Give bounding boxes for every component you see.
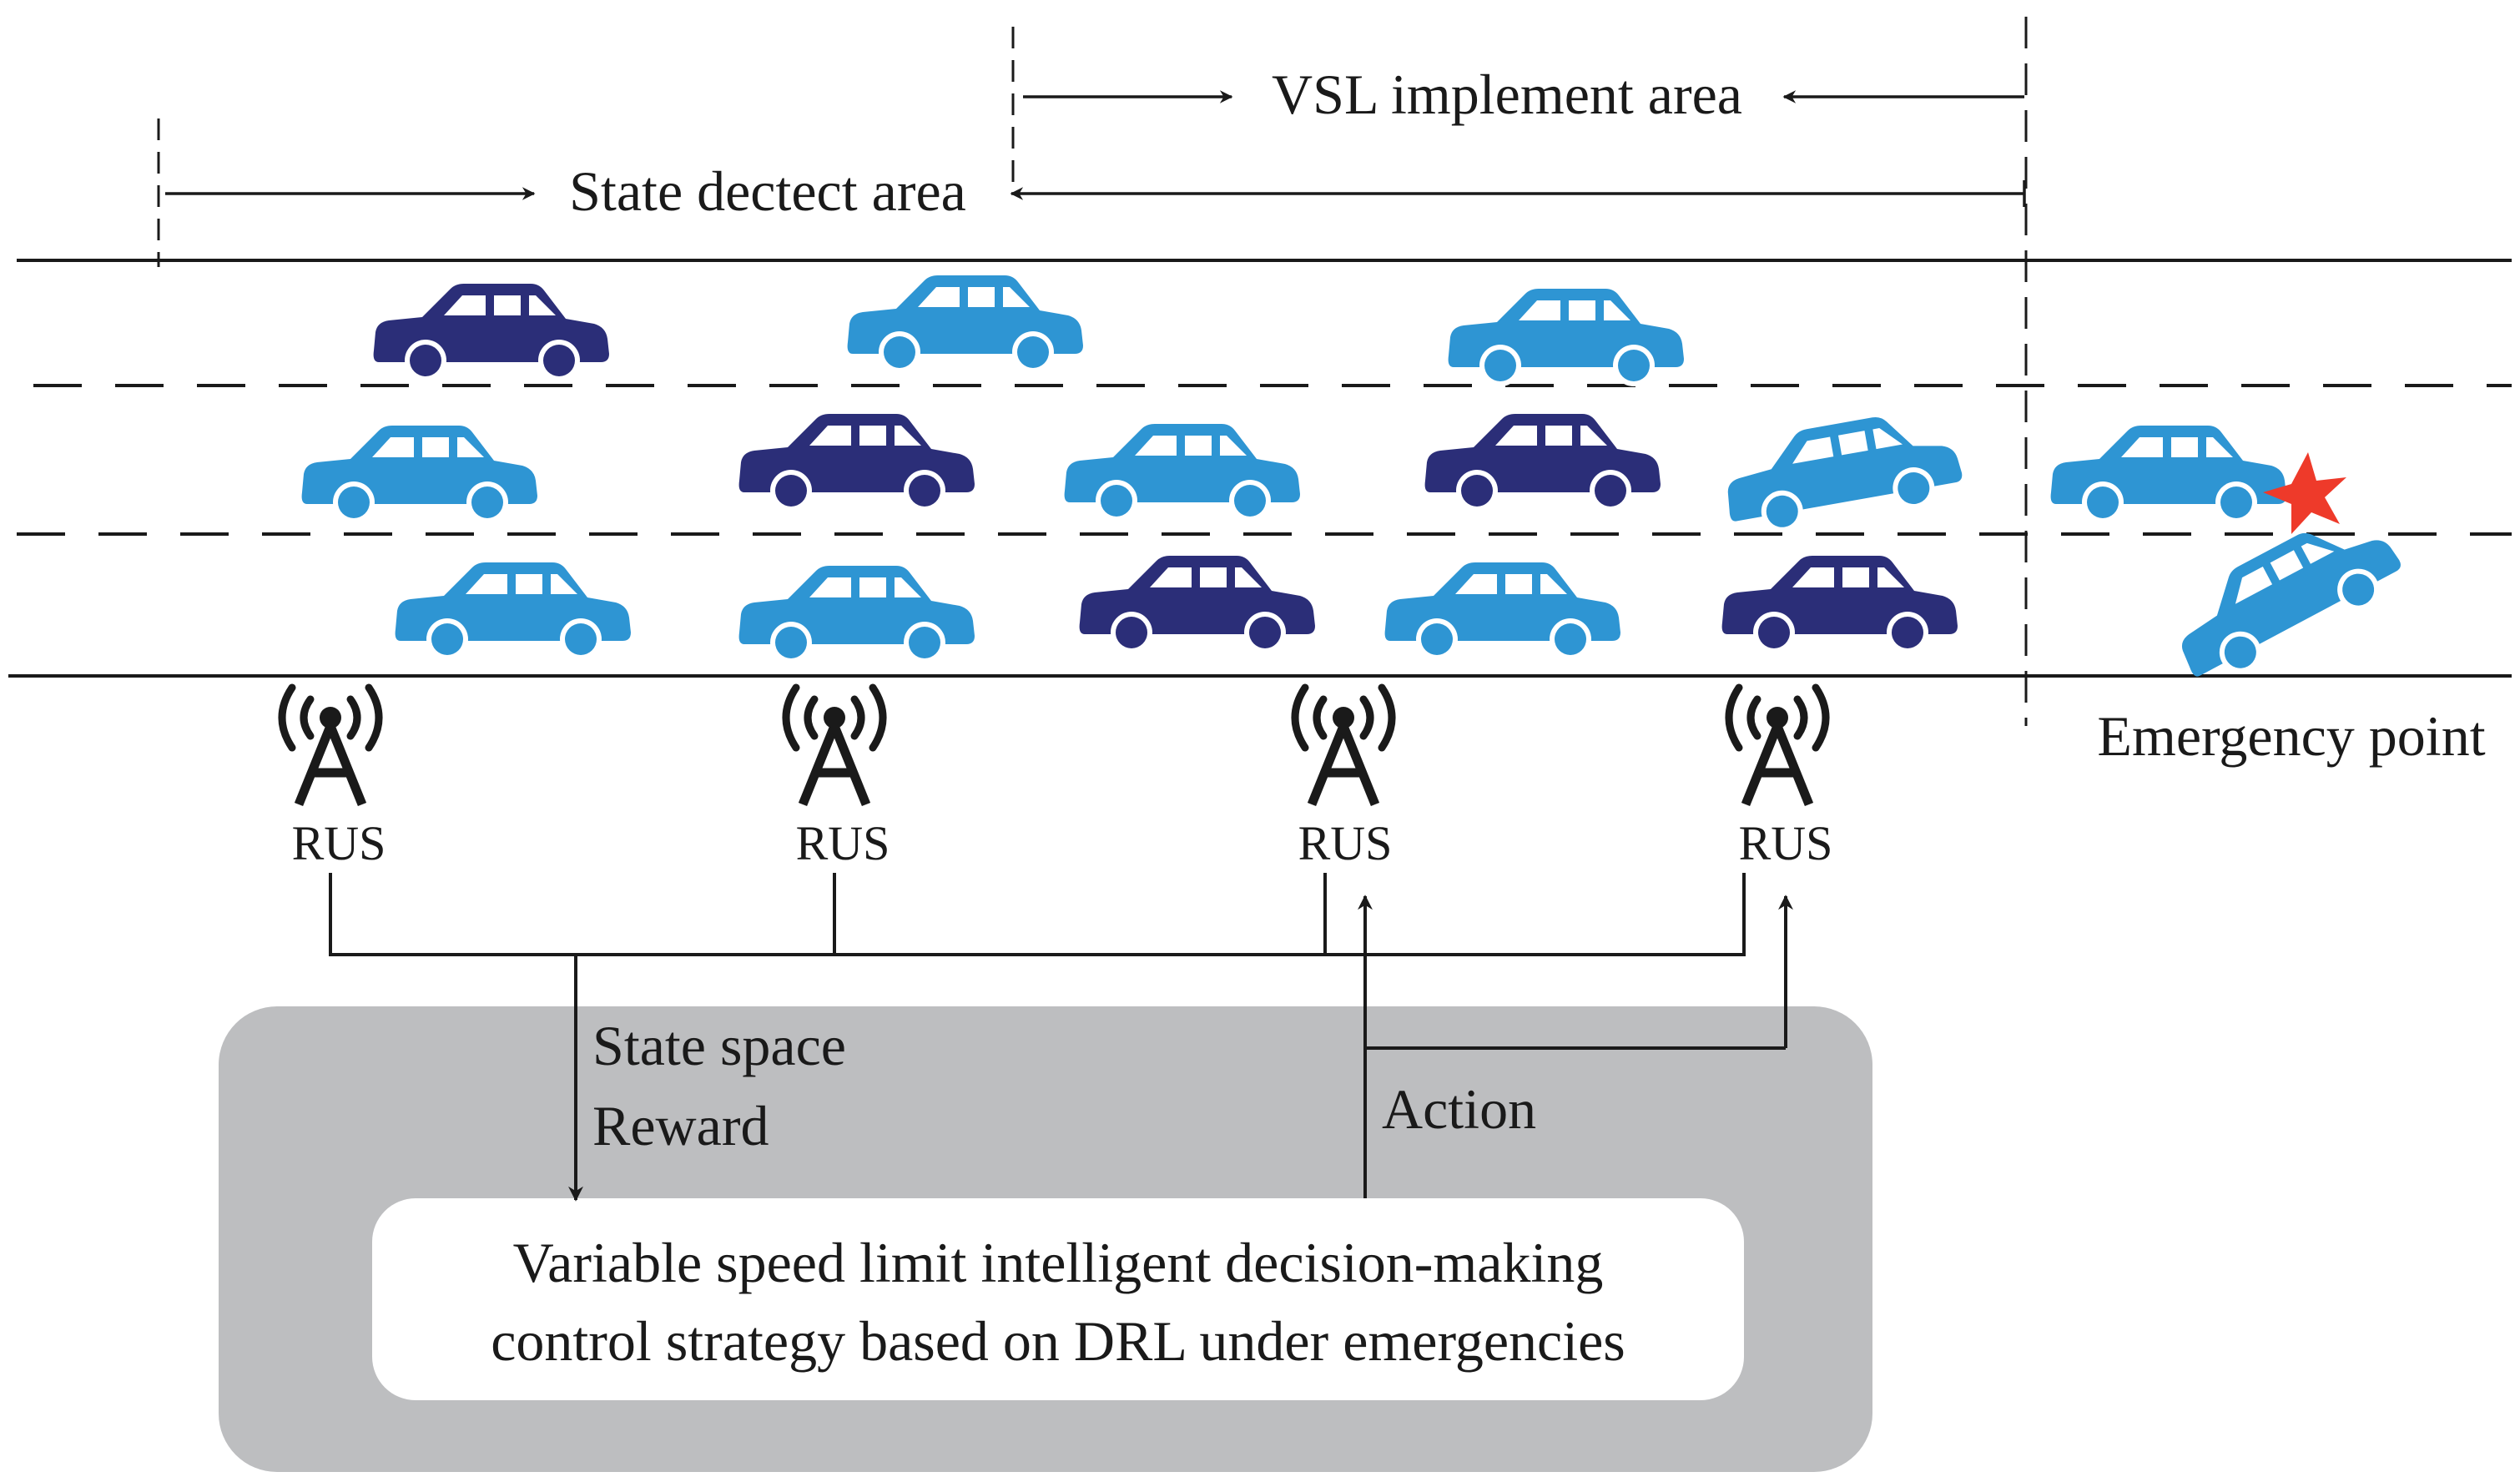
roadside-units: RUS RUS RUS RUS <box>282 688 1832 870</box>
road <box>8 259 2512 678</box>
traffic <box>301 275 2412 696</box>
action-label: Action <box>1382 1077 1536 1141</box>
emergency-point-label: Emergency point <box>2097 704 2485 768</box>
reward-label: Reward <box>592 1094 769 1157</box>
state-space-label: State space <box>592 1014 846 1077</box>
antenna-tower-icon <box>1295 688 1392 804</box>
dimension-markers <box>157 17 2028 726</box>
car-icon <box>738 566 975 663</box>
rus-label: RUS <box>1739 816 1833 870</box>
antenna-tower-icon <box>282 688 379 804</box>
car-icon <box>2050 426 2286 523</box>
rus-label: RUS <box>796 816 890 870</box>
car-icon <box>847 275 1083 373</box>
vsl-area-label: VSL implement area <box>1272 63 1742 126</box>
antenna-tower-icon <box>786 688 883 804</box>
car-icon <box>1384 562 1620 660</box>
car-icon <box>301 426 537 523</box>
crashed-car-icon <box>2158 498 2412 696</box>
decision-text-line1: Variable speed limit intelligent decisio… <box>513 1231 1604 1294</box>
car-icon <box>1079 556 1315 653</box>
car-icon <box>395 562 631 660</box>
car-icon <box>1448 289 1684 386</box>
car-icon <box>1717 403 1967 542</box>
rus-label: RUS <box>292 816 386 870</box>
car-icon <box>1424 414 1661 512</box>
decision-text-line2: control strategy based on DRL under emer… <box>491 1309 1625 1373</box>
car-icon <box>1064 424 1300 522</box>
decision-box <box>372 1198 1744 1400</box>
car-icon <box>1721 556 1958 653</box>
car-icon <box>738 414 975 512</box>
rus-label: RUS <box>1298 816 1393 870</box>
car-icon <box>373 284 609 381</box>
connectors <box>329 873 1793 1202</box>
state-area-arrows <box>165 180 2026 207</box>
antenna-tower-icon <box>1729 688 1826 804</box>
state-area-label: State dectect area <box>569 159 966 223</box>
crash-star-icon <box>2263 452 2346 534</box>
